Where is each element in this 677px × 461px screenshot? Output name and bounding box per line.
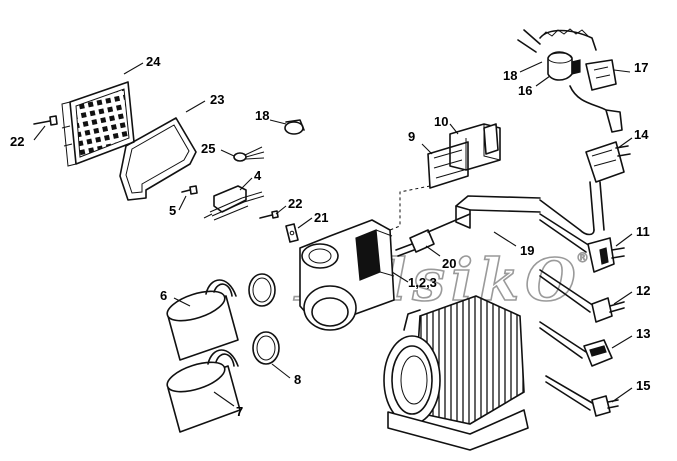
part-8-o-rings: [248, 273, 280, 365]
part-18-clip: [284, 119, 305, 135]
watermark-registered-mark: ®: [576, 251, 589, 266]
leader-lines: [33, 61, 633, 407]
part-5-screw: [181, 185, 198, 195]
callout-23: 23: [210, 92, 224, 107]
part-19-cable-duct: [455, 195, 541, 229]
callout-16: 16: [518, 83, 532, 98]
callout-18-cable: 18: [503, 68, 517, 83]
callout-labels: 24 23 22 18 25 4 5 22 21 10 9 18 16 17 1…: [10, 54, 650, 419]
callout-14: 14: [634, 127, 649, 142]
part-23-gasket: [119, 117, 197, 201]
part-22-screw-left: [33, 115, 58, 126]
part-24-grille: [61, 81, 135, 167]
part-11-power-cord: [539, 213, 625, 273]
callout-8: 8: [294, 372, 301, 387]
part-4-terminal-block: [203, 185, 265, 221]
callout-13: 13: [636, 326, 650, 341]
part-6-capacitor: [166, 279, 239, 361]
part-7-capacitor: [166, 349, 241, 433]
callout-7: 7: [236, 404, 243, 419]
part-18-cable-assembly: [517, 28, 597, 53]
part-14-cable-end: [539, 141, 631, 236]
callout-15: 15: [636, 378, 650, 393]
callout-18-clip: 18: [255, 108, 269, 123]
part-13-power-cord: [539, 321, 613, 367]
part-12-power-cord: [539, 269, 625, 323]
callout-22-right: 22: [288, 196, 302, 211]
part-21-plate: [285, 223, 299, 243]
motor-body: [383, 295, 529, 451]
callout-19: 19: [520, 243, 534, 258]
part-10-switch: [449, 123, 501, 171]
callout-4: 4: [254, 168, 262, 183]
callout-22-left: 22: [10, 134, 24, 149]
part-16-plug-body: [547, 51, 581, 81]
part-9-switch-frame: [427, 141, 469, 189]
switch-wire: [379, 185, 431, 235]
part-25-wire-connector: [233, 146, 265, 162]
callout-1-2-3: 1,2,3: [408, 275, 437, 290]
part-22-screw-right: [259, 210, 279, 219]
callout-6: 6: [160, 288, 167, 303]
part-17-plug-insert: [569, 59, 623, 133]
callout-9: 9: [408, 129, 415, 144]
callout-25: 25: [201, 141, 215, 156]
part-20-cable-gland: [395, 213, 471, 257]
callout-10: 10: [434, 114, 448, 129]
part-15-power-cord: [545, 375, 619, 417]
callout-24: 24: [146, 54, 161, 69]
callout-5: 5: [169, 203, 176, 218]
callout-12: 12: [636, 283, 650, 298]
callout-21: 21: [314, 210, 328, 225]
part-1-2-3-motor-shroud: [299, 219, 395, 331]
callout-20: 20: [442, 256, 456, 271]
callout-11: 11: [636, 224, 650, 239]
callout-17: 17: [634, 60, 648, 75]
